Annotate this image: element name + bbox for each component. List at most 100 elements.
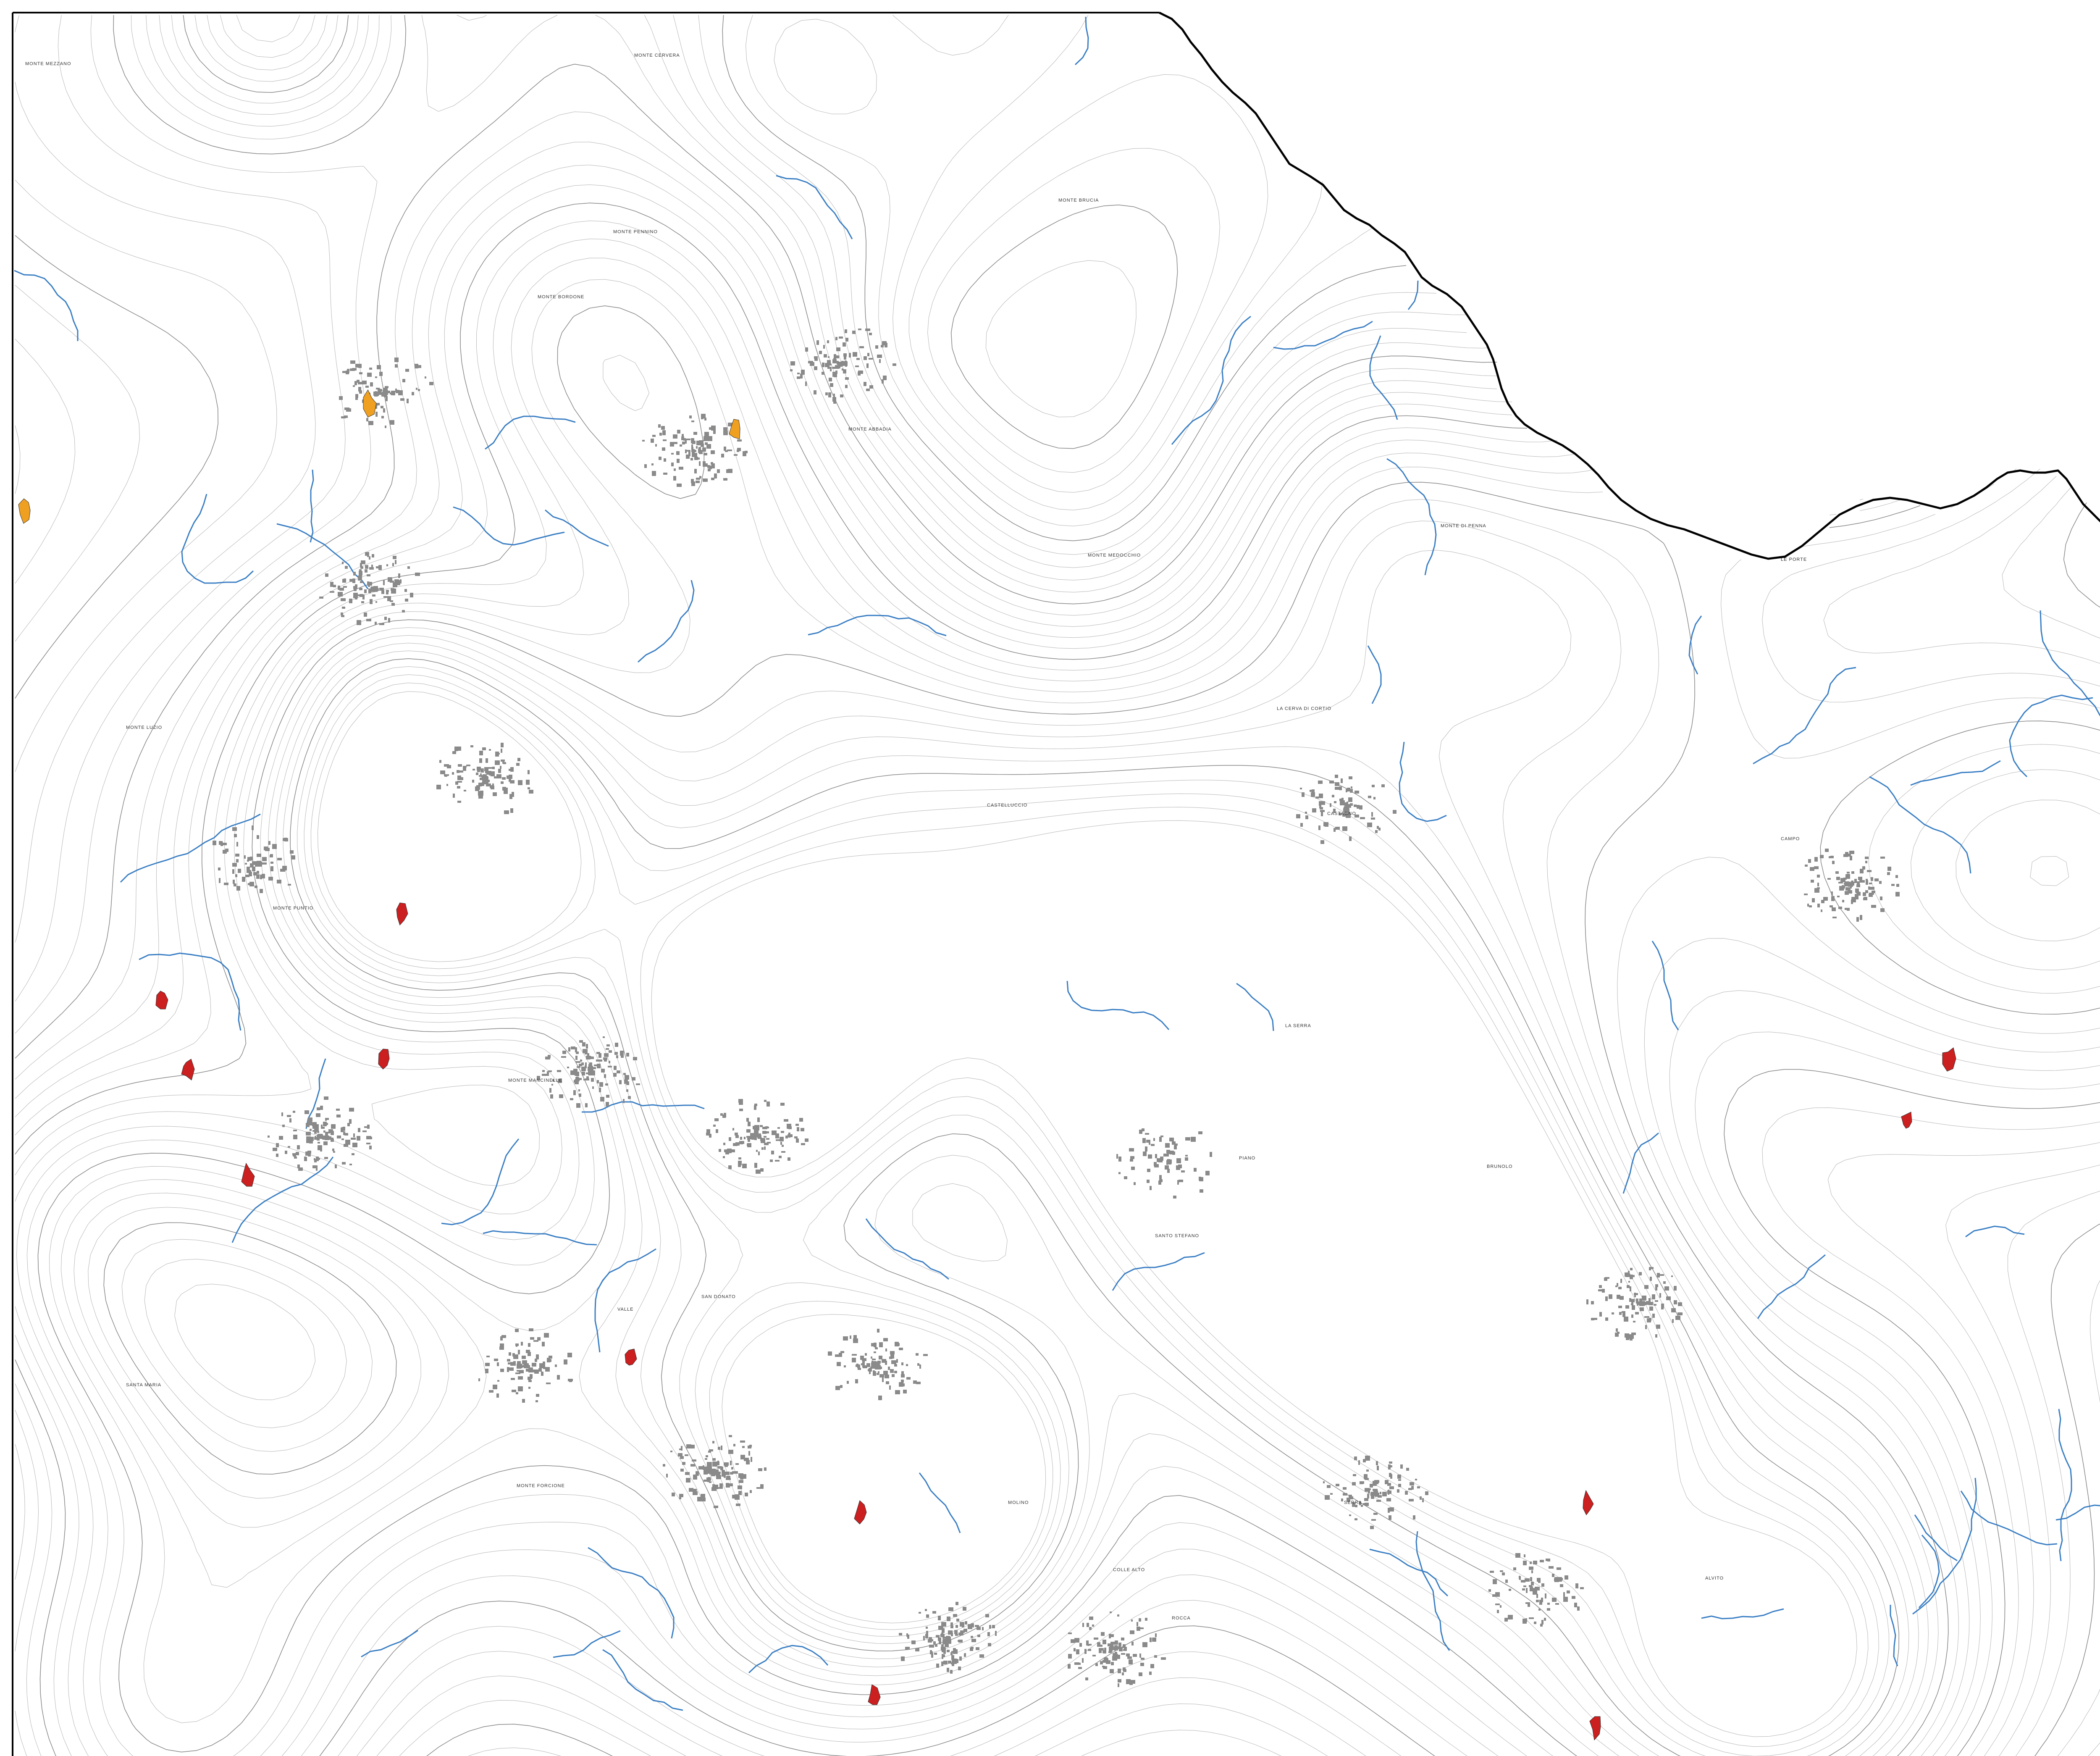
building (699, 440, 704, 444)
building (835, 365, 839, 369)
building (624, 1080, 628, 1084)
red-zone[interactable] (1583, 1490, 1594, 1515)
building (1334, 828, 1336, 832)
building (452, 751, 456, 754)
building (1114, 1647, 1118, 1651)
building (1674, 1300, 1677, 1304)
building (517, 1370, 520, 1372)
stream-line (14, 270, 79, 341)
building (1605, 1317, 1608, 1321)
building (330, 591, 334, 593)
building (318, 1142, 320, 1144)
building (393, 556, 396, 559)
contour-line (88, 650, 2069, 1756)
building (963, 1629, 967, 1632)
building (623, 1099, 625, 1103)
building (1674, 1286, 1677, 1291)
building (903, 1390, 907, 1393)
red-zone[interactable] (868, 1684, 881, 1705)
building (694, 457, 698, 460)
red-zone[interactable] (181, 1059, 195, 1080)
building (1339, 799, 1342, 801)
building (457, 747, 461, 751)
building (706, 1471, 711, 1474)
building (814, 356, 818, 359)
red-zone[interactable] (396, 902, 408, 925)
building (383, 596, 388, 598)
stream-line (2040, 610, 2100, 716)
building (279, 1136, 283, 1140)
building (358, 387, 361, 392)
red-zone[interactable] (854, 1500, 867, 1525)
building (712, 1462, 717, 1467)
building (252, 867, 255, 871)
building (571, 1046, 575, 1049)
building (1103, 1666, 1107, 1669)
building (757, 1117, 760, 1122)
building (775, 1160, 780, 1162)
building (1842, 900, 1844, 902)
building (341, 1127, 344, 1130)
building (1409, 1499, 1414, 1501)
building (539, 1363, 543, 1368)
building (714, 1506, 718, 1508)
building (970, 1648, 973, 1651)
building (458, 764, 462, 767)
building (535, 1359, 537, 1362)
building (686, 1478, 690, 1483)
building (1420, 1496, 1422, 1500)
building (1663, 1281, 1666, 1284)
orange-zone[interactable] (18, 498, 31, 524)
building (720, 1113, 723, 1116)
building (971, 1623, 974, 1627)
building (392, 563, 394, 566)
building (1145, 1146, 1147, 1151)
building (576, 1103, 580, 1108)
building (496, 1393, 499, 1398)
building (1181, 1170, 1185, 1172)
red-zone[interactable] (378, 1049, 390, 1070)
building (839, 1353, 842, 1357)
building (1525, 1602, 1529, 1604)
building (491, 771, 495, 776)
building (844, 361, 848, 366)
building (726, 1483, 729, 1485)
red-zone[interactable] (1901, 1112, 1912, 1129)
building (390, 600, 393, 602)
building (840, 394, 843, 397)
highlighted-zones[interactable] (18, 389, 1956, 1741)
building (1142, 1128, 1144, 1131)
building (1891, 884, 1895, 886)
building (1147, 1180, 1150, 1183)
red-zone[interactable] (155, 991, 168, 1009)
building (719, 1149, 721, 1152)
building (601, 1069, 605, 1073)
red-zone[interactable] (625, 1349, 637, 1366)
building (1372, 785, 1375, 787)
building (1628, 1281, 1630, 1283)
building (704, 1467, 708, 1471)
building (725, 450, 728, 452)
building (754, 1105, 756, 1110)
orange-zone[interactable] (729, 419, 740, 439)
building (685, 1454, 688, 1456)
building (1126, 1653, 1130, 1656)
contour-line (15, 15, 2100, 1756)
building (1166, 1160, 1168, 1165)
building (948, 1607, 953, 1611)
building (1150, 1664, 1154, 1668)
building (1415, 1479, 1417, 1480)
orange-zone[interactable] (363, 389, 377, 418)
building (1143, 1151, 1147, 1156)
red-zone[interactable] (1942, 1047, 1956, 1072)
building (746, 1129, 751, 1133)
red-zone[interactable] (1589, 1716, 1601, 1741)
building (515, 1329, 519, 1332)
red-zone[interactable] (241, 1162, 255, 1187)
building (344, 415, 348, 418)
building (1812, 898, 1815, 902)
building (1329, 781, 1334, 783)
building (1320, 840, 1324, 844)
building (598, 1053, 601, 1058)
